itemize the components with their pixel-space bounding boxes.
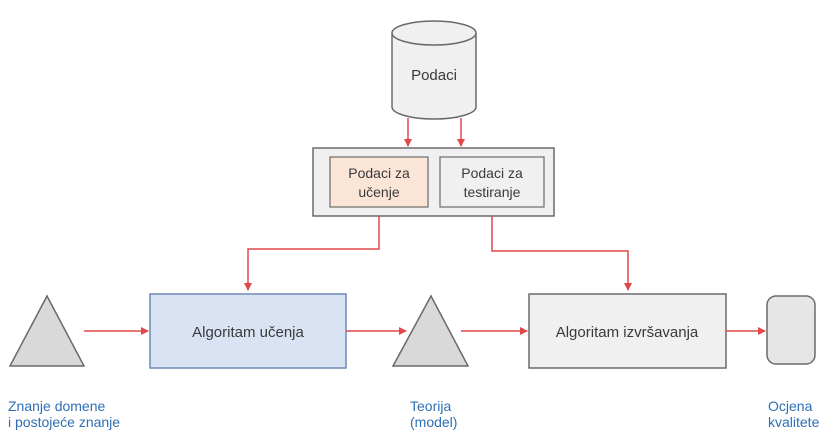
theory-caption-line2: (model) — [410, 414, 457, 430]
training-data-box: Podaci za učenje — [329, 156, 429, 208]
test-data-label-line2: testiranje — [464, 184, 521, 200]
training-data-label-line1: Podaci za — [348, 165, 410, 181]
domain-knowledge-caption-line2: i postojeće znanje — [8, 414, 120, 430]
arrow-training-to-learning — [244, 216, 380, 291]
execution-algorithm-box: Algoritam izvršavanja — [528, 293, 727, 369]
theory-triangle — [391, 294, 470, 367]
quality-assessment-shape — [766, 295, 816, 365]
domain-knowledge-triangle — [8, 294, 86, 367]
theory-caption-line1: Teorija — [410, 398, 451, 414]
data-cylinder: Podaci — [391, 20, 477, 120]
training-data-label-line2: učenje — [358, 184, 399, 200]
quality-caption-line2: kvalitete — [768, 414, 820, 430]
learning-algorithm-box: Algoritam učenja — [149, 293, 347, 369]
data-label: Podaci — [411, 67, 457, 84]
arrow-test-to-execution — [491, 216, 632, 291]
test-data-label-line1: Podaci za — [461, 165, 523, 181]
test-data-box: Podaci za testiranje — [439, 156, 545, 208]
quality-caption-line1: Ocjena — [768, 398, 813, 414]
domain-knowledge-caption-line1: Znanje domene — [8, 398, 106, 414]
execution-algorithm-label: Algoritam izvršavanja — [556, 324, 699, 341]
learning-algorithm-label: Algoritam učenja — [192, 324, 304, 341]
